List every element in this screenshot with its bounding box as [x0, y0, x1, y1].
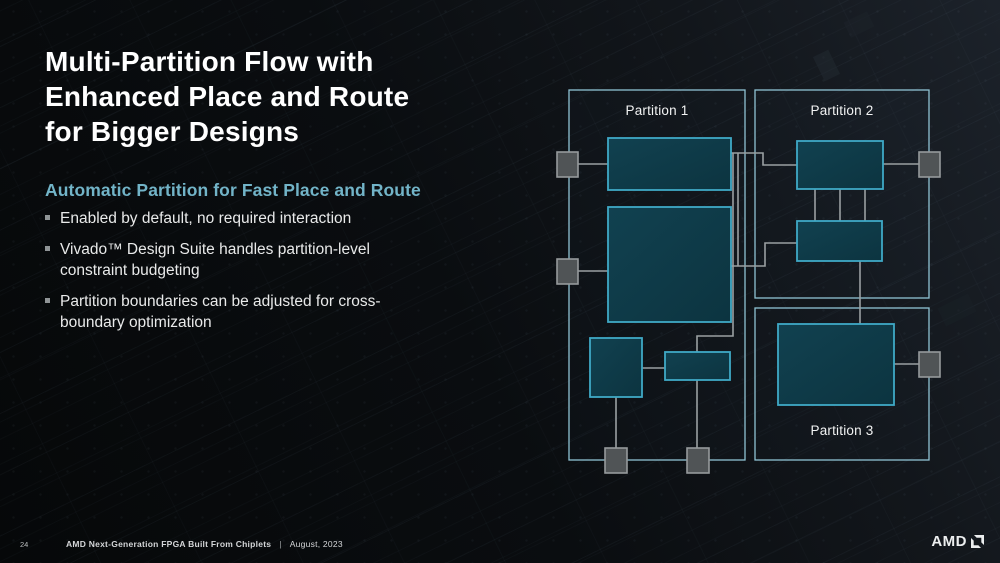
io-port-left-2	[556, 258, 579, 285]
partition2-block-top	[796, 140, 884, 190]
background-chip-decoration	[812, 49, 841, 82]
partition2-block-bottom	[796, 220, 883, 262]
bullet-text: Vivado™ Design Suite handles partition-l…	[60, 240, 370, 280]
slide-title: Multi-Partition Flow with Enhanced Place…	[45, 44, 409, 149]
bullet-square-icon	[45, 215, 50, 220]
bullet-item: Enabled by default, no required interact…	[45, 208, 445, 230]
partition-diagram: Partition 1 Partition 2 Partition 3	[545, 80, 950, 480]
io-port-right-2	[918, 351, 941, 378]
bullet-text: Partition boundaries can be adjusted for…	[60, 292, 381, 332]
partition1-block-top	[607, 137, 732, 191]
partition1-block-small	[589, 337, 643, 398]
partition-diagram-canvas	[556, 89, 941, 474]
connector-wires	[578, 152, 919, 448]
footer-text: AMD Next-Generation FPGA Built From Chip…	[66, 539, 343, 549]
partition-1-label: Partition 1	[625, 103, 689, 118]
partition1-block-large	[607, 206, 732, 323]
footer-separator: |	[279, 539, 282, 549]
bullet-text: Enabled by default, no required interact…	[60, 210, 352, 227]
bullet-list: Enabled by default, no required interact…	[45, 208, 445, 343]
footer-date: August, 2023	[289, 539, 343, 549]
bullet-square-icon	[45, 297, 50, 303]
partition-2-outline	[754, 89, 930, 299]
footer-doc-title: AMD Next-Generation FPGA Built From Chip…	[66, 539, 272, 549]
io-port-left-1	[556, 151, 579, 178]
title-line-3: for Bigger Designs	[45, 116, 300, 147]
partition-3-outline	[754, 307, 930, 461]
background-chip-decoration	[843, 11, 875, 38]
io-port-bottom-1	[604, 447, 628, 474]
partition-2-label: Partition 2	[810, 103, 874, 118]
amd-logo-text: AMD	[931, 533, 967, 550]
title-line-2: Enhanced Place and Route	[45, 81, 410, 112]
partition3-block	[777, 323, 895, 406]
title-line-1: Multi-Partition Flow with	[45, 46, 374, 77]
partition-3-label: Partition 3	[810, 423, 874, 438]
io-port-right-1	[918, 151, 941, 178]
amd-logo: AMD	[931, 533, 984, 550]
bullet-square-icon	[45, 245, 50, 251]
page-number: 24	[20, 540, 29, 549]
bullet-item: Partition boundaries can be adjusted for…	[45, 291, 445, 334]
partition1-block-wide	[664, 351, 731, 381]
amd-arrow-icon	[971, 535, 984, 548]
io-port-bottom-2	[686, 447, 710, 474]
bullet-item: Vivado™ Design Suite handles partition-l…	[45, 239, 445, 282]
section-subtitle: Automatic Partition for Fast Place and R…	[45, 180, 421, 200]
